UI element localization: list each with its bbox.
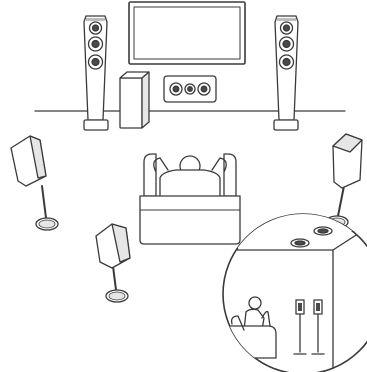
listener-on-sofa-icon [140, 154, 240, 244]
front-right-speaker-icon [274, 16, 298, 130]
subwoofer-icon [120, 72, 149, 128]
ceiling-speaker-right-icon [314, 227, 332, 235]
surround-rear-speaker-icon [96, 224, 130, 302]
surround-left-speaker-icon [11, 136, 58, 230]
ceiling-speaker-left-icon [291, 239, 309, 247]
ceiling-speaker-inset-icon [220, 210, 367, 372]
television-icon [129, 2, 245, 64]
surround-right-speaker-icon [326, 134, 362, 228]
center-speaker-icon [164, 76, 216, 102]
front-left-speaker-icon [84, 16, 108, 130]
